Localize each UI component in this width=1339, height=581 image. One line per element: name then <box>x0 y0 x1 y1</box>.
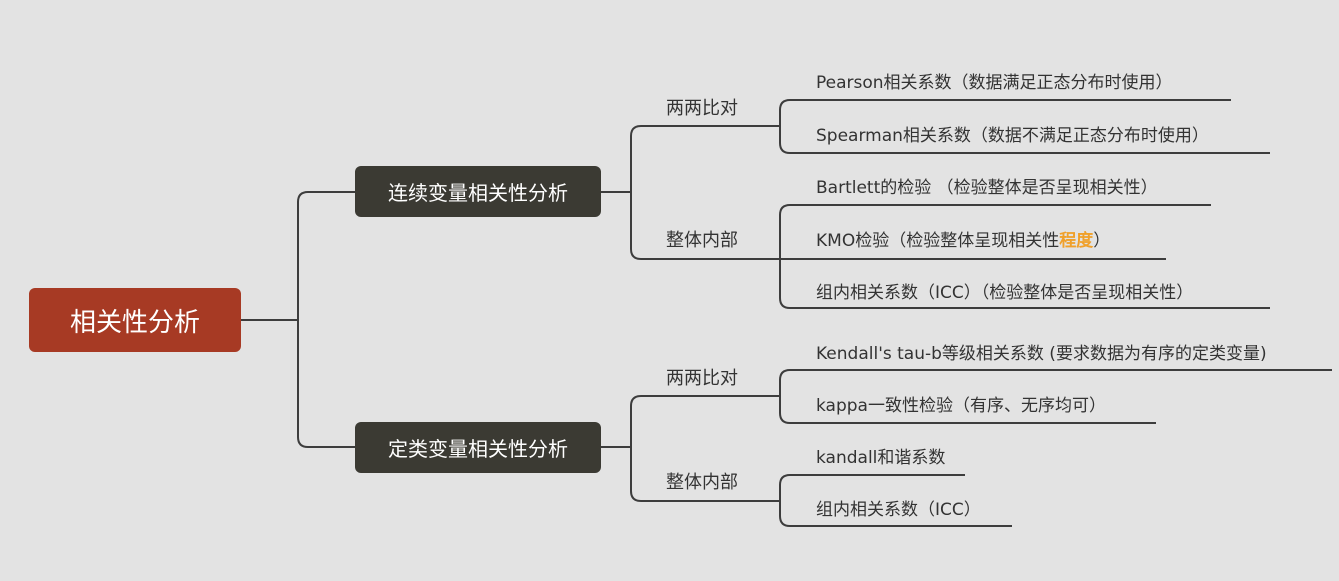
leaf-kmo-suffix: ） <box>1093 231 1111 251</box>
leaf-bartlett[interactable]: Bartlett的检验 （检验整体是否呈现相关性） <box>816 178 1158 198</box>
branch-continuous[interactable]: 连续变量相关性分析 <box>355 166 601 217</box>
connector-root-branches <box>241 191 355 448</box>
leaf-kendall-w[interactable]: kandall和谐系数 <box>816 448 946 468</box>
leaf-icc[interactable]: 组内相关系数（ICC） <box>816 500 981 520</box>
group-pairwise[interactable]: 两两比对 <box>666 98 738 119</box>
leaf-icc[interactable]: 组内相关系数（ICC）（检验整体是否呈现相关性） <box>816 283 1194 303</box>
leaf-kmo-highlight: 程度 <box>1059 231 1094 251</box>
branch-label: 定类变量相关性分析 <box>388 437 568 461</box>
connector-branch2-groups <box>601 395 780 502</box>
root-label: 相关性分析 <box>69 307 200 338</box>
leaf-kappa[interactable]: kappa一致性检验（有序、无序均可） <box>816 396 1106 416</box>
leaf-kmo-prefix: KMO检验（检验整体呈现相关性 <box>816 231 1060 251</box>
leaf-pearson[interactable]: Pearson相关系数（数据满足正态分布时使用） <box>816 73 1173 93</box>
leaf-kmo[interactable]: KMO检验（检验整体呈现相关性程度） <box>816 226 1110 251</box>
group-overall[interactable]: 整体内部 <box>666 472 738 493</box>
leaf-spearman[interactable]: Spearman相关系数（数据不满足正态分布时使用） <box>816 126 1209 146</box>
branch-label: 连续变量相关性分析 <box>388 181 568 205</box>
branch-categorical[interactable]: 定类变量相关性分析 <box>355 422 601 473</box>
connector-branch1-groups <box>601 125 780 260</box>
leaf-kendall-tau-b[interactable]: Kendall's tau-b等级相关系数 (要求数据为有序的定类变量) <box>816 344 1267 364</box>
root-node[interactable]: 相关性分析 <box>29 288 241 352</box>
connector-b1g1-leaves <box>779 99 1270 154</box>
connector-b2g2-leaves <box>779 474 1012 527</box>
connector-b2g1-leaves <box>779 369 1332 424</box>
connector-b1g2-leaves <box>779 204 1270 309</box>
group-overall[interactable]: 整体内部 <box>666 230 738 251</box>
group-pairwise[interactable]: 两两比对 <box>666 368 738 389</box>
